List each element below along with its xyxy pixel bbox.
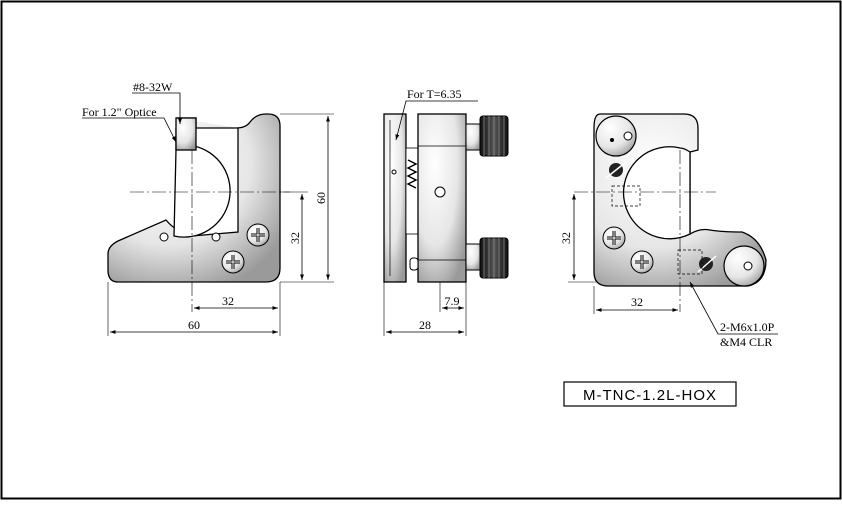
front-pin-hole (211, 232, 221, 242)
side-gap (405, 147, 419, 235)
spring-icon (406, 159, 418, 189)
part-number: M-TNC-1.2L-HOX (583, 387, 717, 404)
rear-knob-top (595, 115, 637, 157)
front-optic-bore (173, 145, 231, 238)
side-front-plate (383, 113, 407, 283)
set-screw-icon (697, 255, 717, 273)
dim-rear: 7.9 (445, 294, 460, 308)
dim-bore-offset: 32 (222, 294, 234, 308)
rear-screw (602, 226, 626, 250)
rear-view: 32 32 2-M6x1.0P &M4 CLR (559, 113, 778, 349)
set-screw-icon (605, 161, 627, 179)
thickness-callout: For T=6.35 (407, 87, 462, 101)
dim-depth: 28 (419, 318, 431, 332)
tap-callout: #8-32W (133, 80, 173, 94)
title-block: M-TNC-1.2L-HOX (563, 381, 737, 407)
clearance-callout: &M4 CLR (720, 335, 772, 349)
dim-overall-width: 60 (188, 318, 200, 332)
thread-callout: 2-M6x1.0P (720, 320, 775, 334)
front-screw (246, 223, 270, 247)
side-hole (434, 186, 446, 198)
rear-optic-bore (622, 146, 691, 240)
front-screw (221, 250, 245, 274)
rear-screw (630, 250, 654, 274)
dim-bore-height: 32 (288, 232, 302, 244)
dim-overall-height: 60 (314, 192, 328, 204)
side-view: For T=6.35 7.9 28 (383, 87, 509, 336)
adjuster-knob (465, 115, 509, 157)
front-view: #8-32W For 1.2" Optice 32 60 32 60 (82, 80, 334, 336)
rear-knob-bottom (723, 245, 765, 287)
front-tab (175, 117, 197, 151)
adjuster-knob (465, 237, 509, 279)
rear-dim-bore-height: 32 (559, 232, 573, 244)
rear-dim-bore-offset: 32 (631, 295, 643, 309)
optic-callout: For 1.2" Optice (82, 105, 157, 119)
side-rear-plate (417, 113, 467, 283)
front-pin-hole (159, 232, 169, 242)
